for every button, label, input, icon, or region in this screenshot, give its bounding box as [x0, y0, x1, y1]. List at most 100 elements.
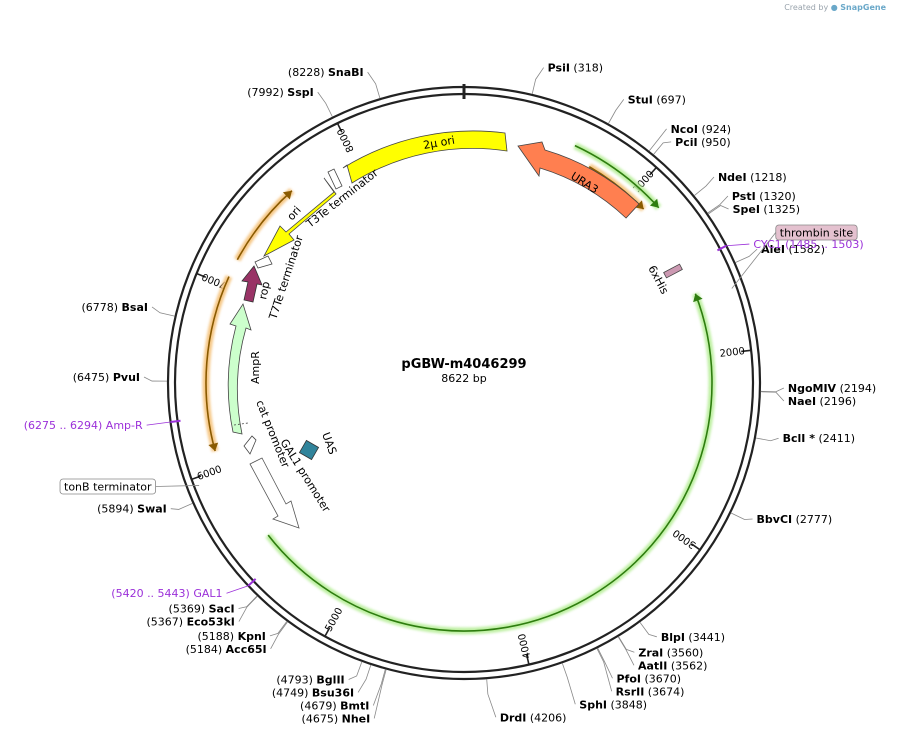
boxed-feature-tonb-terminator[interactable]: tonB terminator — [59, 478, 200, 495]
restriction-site-aatii[interactable]: AatII (3562) — [617, 636, 707, 672]
site-label: DrdI (4206) — [500, 711, 567, 724]
boxed-feature-thrombin-site[interactable]: thrombin site — [731, 224, 858, 289]
restriction-site-bmti[interactable]: (4679) BmtI — [300, 669, 386, 712]
restriction-site-sphi[interactable]: SphI (3848) — [561, 663, 647, 711]
restriction-site-pfoi[interactable]: PfoI (3670) — [597, 648, 681, 685]
site-position: (6778) — [81, 301, 121, 314]
restriction-site-ngomiv[interactable]: NgoMIV (2194) — [760, 382, 876, 395]
site-name: PstI — [732, 190, 756, 203]
site-label: (7992) SspI — [247, 86, 314, 99]
feature-t7te-terminator-arrow[interactable] — [254, 255, 273, 269]
site-label: (4679) BmtI — [300, 699, 369, 712]
site-label: BbvCI (2777) — [757, 513, 833, 526]
site-position: (5369) — [169, 603, 209, 616]
site-leader-line — [618, 636, 635, 653]
restriction-site-alei[interactable]: AleI (1582) — [735, 243, 825, 263]
orf-orange-top-arrowhead — [634, 200, 644, 210]
restriction-site-bbvci[interactable]: BbvCI (2777) — [730, 512, 833, 526]
restriction-site-bcli[interactable]: BclI * (2411) — [755, 432, 855, 445]
feature-ori-arrow[interactable] — [263, 177, 337, 257]
feature-2u-ori-arrow[interactable] — [342, 130, 508, 184]
site-leader-line — [373, 669, 387, 719]
site-name: NaeI — [788, 395, 816, 408]
feature-ura3-arrow[interactable] — [517, 141, 640, 219]
site-label: (4793) BglII — [276, 673, 344, 686]
restriction-site-bglii[interactable]: (4793) BglII — [276, 661, 363, 687]
tick-mark-6000 — [191, 475, 202, 481]
site-label: (5367) Eco53kI — [147, 616, 235, 629]
site-leader-line — [597, 648, 613, 679]
restriction-site-psii[interactable]: PsiI (318) — [531, 62, 603, 95]
site-name: PciI — [675, 136, 697, 149]
plasmid-name: pGBW-m4046299 — [401, 357, 526, 372]
restriction-site-naei[interactable]: NaeI (2196) — [760, 391, 856, 408]
site-name: Eco53kI — [187, 616, 235, 629]
boxed-feature-label: tonB terminator — [64, 481, 152, 494]
boxed-feature-leader — [155, 485, 200, 487]
primer-cyc1[interactable]: CYC1 (1485 .. 1503) — [716, 238, 864, 252]
site-leader-line — [648, 128, 667, 152]
site-leader-line — [760, 391, 785, 402]
feature-cat-promoter-arrow[interactable] — [243, 435, 257, 455]
primer-gal1[interactable]: (5420 .. 5443) GAL1 — [111, 578, 257, 600]
primer-amp-r[interactable]: (6275 .. 6294) Amp-R — [24, 419, 181, 432]
restriction-site-swai[interactable]: (5894) SwaI — [97, 503, 193, 516]
orf-orange-left — [205, 276, 230, 452]
restriction-site-acc65i[interactable]: (5184) Acc65I — [186, 621, 288, 656]
restriction-site-blpi[interactable]: BlpI (3441) — [639, 622, 725, 644]
site-label: NaeI (2196) — [788, 395, 856, 408]
site-name: Acc65I — [226, 643, 267, 656]
restriction-site-nhei[interactable]: (4675) NheI — [302, 669, 387, 726]
site-label: (5184) Acc65I — [186, 643, 267, 656]
restriction-site-pcii[interactable]: PciI (950) — [653, 136, 731, 155]
site-label: BlpI (3441) — [661, 631, 725, 644]
site-position: (5367) — [147, 616, 187, 629]
feature-label-t3te-terminator: T3Te terminator — [303, 166, 381, 231]
site-position: (2196) — [816, 395, 856, 408]
restriction-site-stui[interactable]: StuI (697) — [608, 93, 686, 124]
feature-label-rop: rop — [256, 280, 272, 300]
restriction-site-sspi[interactable]: (7992) SspI — [247, 86, 333, 117]
feature-rop-arrow[interactable] — [241, 265, 263, 303]
orf-orange-upperleft-arrowhead — [282, 190, 292, 200]
site-position: (1325) — [760, 203, 800, 216]
feature-6xhis-box[interactable] — [663, 263, 683, 279]
tick-mark-7000 — [196, 272, 207, 278]
restriction-site-bsai[interactable]: (6778) BsaI — [81, 301, 175, 317]
site-leader-line — [639, 622, 657, 638]
feature-gal1-promoter-arrow[interactable] — [249, 457, 300, 529]
site-position: (697) — [653, 93, 686, 106]
tick-mark-3000 — [691, 543, 701, 551]
restriction-site-snabi[interactable]: (8228) SnaBI — [288, 66, 381, 99]
tick-mark-5000 — [324, 627, 331, 637]
restriction-site-zrai[interactable]: ZraI (3560) — [618, 636, 704, 660]
site-leader-line — [608, 99, 625, 124]
restriction-site-eco53ki[interactable]: (5367) Eco53kI — [147, 596, 258, 629]
site-leader-line — [694, 176, 715, 196]
site-position: (924) — [698, 123, 731, 136]
restriction-site-rsrii[interactable]: RsrII (3674) — [596, 648, 684, 699]
feature-ampr-arrow[interactable] — [227, 303, 252, 435]
feature-uas-box[interactable] — [298, 439, 320, 461]
primer-leader-line — [226, 585, 249, 594]
site-label: AatII (3562) — [638, 659, 707, 672]
site-name: BclI * — [783, 432, 816, 445]
restriction-site-kpni[interactable]: (5188) KpnI — [197, 621, 288, 643]
site-label: NdeI (1218) — [718, 171, 787, 184]
restriction-site-ncoi[interactable]: NcoI (924) — [648, 123, 731, 152]
restriction-site-ndei[interactable]: NdeI (1218) — [694, 171, 787, 196]
restriction-site-drdi[interactable]: DrdI (4206) — [486, 679, 567, 724]
restriction-site-psti[interactable]: PstI (1320) — [707, 190, 796, 214]
restriction-site-layer: PsiI (318)StuI (697)NcoI (924)PciI (950)… — [73, 62, 876, 726]
site-position: (3670) — [641, 672, 681, 685]
feature-t3te-terminator-arrow[interactable] — [327, 168, 343, 190]
site-name: ZraI — [638, 646, 663, 659]
restriction-site-pvui[interactable]: (6475) PvuI — [73, 371, 168, 384]
restriction-site-bsu36i[interactable]: (4749) Bsu36I — [272, 664, 372, 699]
restriction-site-spei[interactable]: SpeI (1325) — [708, 203, 800, 216]
site-name: PfoI — [616, 672, 641, 685]
restriction-site-saci[interactable]: (5369) SacI — [169, 595, 258, 616]
feature-label-6xhis: 6xHis — [645, 263, 671, 296]
tick-label: 5000 — [324, 606, 346, 634]
site-label: (6475) PvuI — [73, 371, 140, 384]
